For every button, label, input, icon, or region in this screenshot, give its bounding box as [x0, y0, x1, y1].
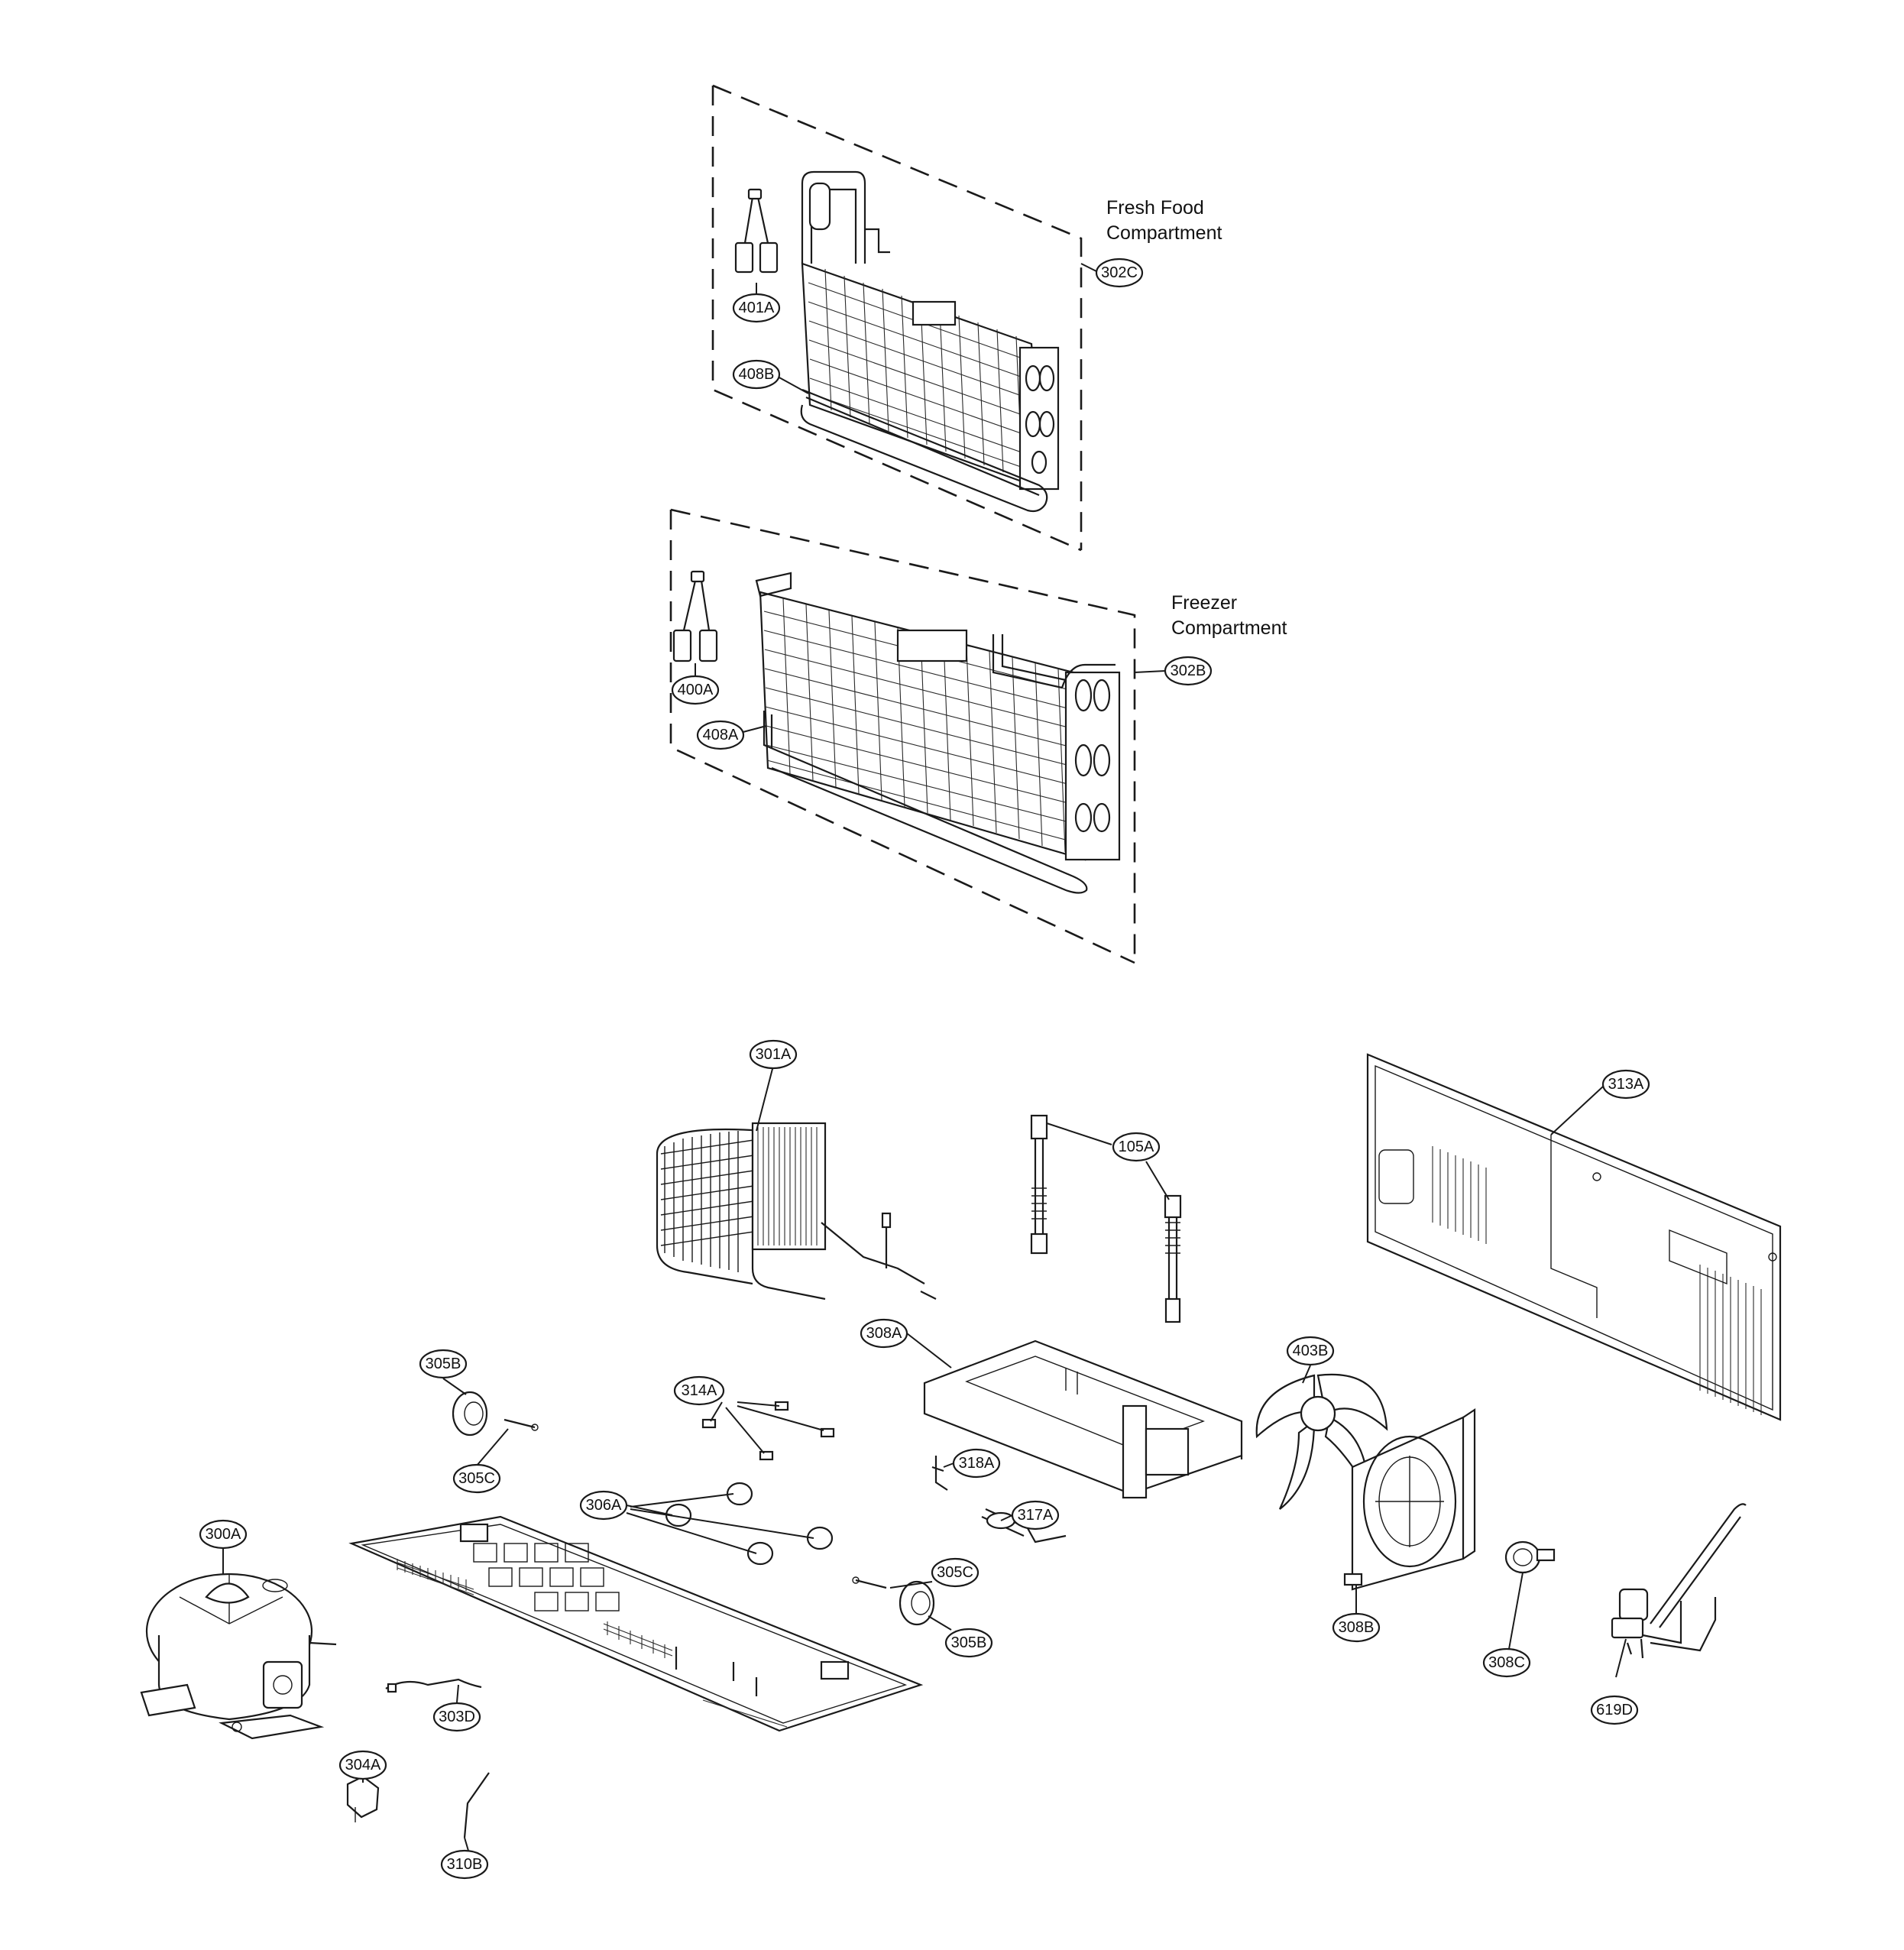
callout-305C-middle: 305C	[931, 1557, 980, 1588]
callout-305C-upper: 305C	[452, 1463, 501, 1494]
callout-308B: 308B	[1332, 1612, 1381, 1643]
freezer-caption-line2: Compartment	[1171, 617, 1287, 639]
callout-408B-label: 408B	[739, 366, 775, 383]
grommet-305B-middle	[899, 1580, 935, 1626]
freezer-evaporator-group	[669, 508, 1136, 964]
fresh-food-caption-line2: Compartment	[1106, 222, 1222, 244]
callout-408A: 408A	[696, 720, 745, 750]
base-plate-grid	[473, 1543, 620, 1612]
fresh-food-evaporator-group	[711, 84, 1083, 552]
callout-403B: 403B	[1286, 1336, 1335, 1366]
callout-301A: 301A	[749, 1039, 798, 1070]
callout-310B-label: 310B	[447, 1856, 483, 1873]
callout-302C-label: 302C	[1101, 264, 1138, 281]
base-plate	[348, 1515, 924, 1732]
tube-310B	[463, 1772, 490, 1838]
callout-401A-label: 401A	[739, 300, 775, 316]
callout-302B-label: 302B	[1171, 662, 1206, 679]
leader-lines	[222, 263, 1627, 1851]
defrost-sensor-clip-401A	[734, 188, 779, 274]
grommets-306A	[665, 1482, 834, 1566]
callout-317A: 317A	[1011, 1500, 1060, 1531]
callout-408A-label: 408A	[703, 727, 739, 743]
callout-305B-upper-label: 305B	[426, 1356, 461, 1372]
fresh-food-evaporator	[800, 170, 1060, 513]
callout-302C: 302C	[1095, 258, 1144, 288]
fresh-food-caption-line1: Fresh Food	[1106, 197, 1204, 219]
compressor	[140, 1573, 337, 1740]
callout-304A-label: 304A	[345, 1757, 381, 1773]
callout-300A-label: 300A	[206, 1526, 241, 1543]
sleeve-305C-middle	[852, 1576, 887, 1589]
callout-302B: 302B	[1164, 656, 1213, 686]
callout-303D: 303D	[432, 1702, 481, 1732]
callout-305B-middle-label: 305B	[951, 1634, 987, 1651]
callout-318A-label: 318A	[959, 1455, 995, 1472]
callout-313A-label: 313A	[1608, 1076, 1644, 1093]
callout-303D-label: 303D	[439, 1709, 475, 1725]
water-valve-assembly	[1611, 1503, 1747, 1659]
defrost-sensor-clip-400A	[672, 570, 718, 662]
callout-408B: 408B	[732, 359, 781, 390]
callout-400A: 400A	[671, 675, 720, 705]
wire-clips-314A	[701, 1401, 835, 1461]
callout-313A: 313A	[1601, 1069, 1650, 1100]
callout-305C-middle-label: 305C	[937, 1564, 973, 1581]
grommet-305B-upper	[452, 1391, 488, 1437]
condenser-fan-motor	[1504, 1540, 1556, 1574]
callout-317A-label: 317A	[1018, 1507, 1054, 1524]
callout-314A-label: 314A	[682, 1382, 717, 1399]
callout-619D: 619D	[1590, 1695, 1639, 1725]
callout-301A-label: 301A	[756, 1046, 792, 1063]
drain-pan-housing	[923, 1339, 1243, 1499]
callout-308A-label: 308A	[866, 1325, 902, 1342]
callout-306A-label: 306A	[586, 1497, 622, 1514]
callout-401A: 401A	[732, 293, 781, 323]
callout-305C-upper-label: 305C	[458, 1470, 495, 1487]
callout-306A: 306A	[579, 1490, 628, 1521]
callout-308B-label: 308B	[1339, 1619, 1375, 1636]
callout-304A: 304A	[338, 1750, 387, 1780]
condenser-coil	[656, 1122, 937, 1301]
clip-318A	[931, 1456, 948, 1491]
callout-400A-label: 400A	[678, 682, 714, 698]
callout-619D-label: 619D	[1596, 1702, 1633, 1718]
callout-314A: 314A	[673, 1375, 725, 1406]
callout-308C: 308C	[1482, 1647, 1531, 1678]
freezer-caption-line1: Freezer	[1171, 592, 1237, 614]
callout-318A: 318A	[952, 1448, 1001, 1479]
fan-shroud	[1343, 1407, 1476, 1591]
callout-308A: 308A	[860, 1318, 908, 1349]
freezer-evaporator	[755, 572, 1121, 894]
wire-harness-303D	[385, 1678, 482, 1693]
callout-300A: 300A	[199, 1519, 248, 1550]
relay-304A	[346, 1775, 380, 1822]
callout-310B: 310B	[440, 1849, 489, 1880]
machine-compartment-cover	[1366, 1053, 1782, 1421]
callout-105A: 105A	[1112, 1132, 1161, 1162]
drain-hose-pair	[1030, 1114, 1182, 1323]
callout-305B-upper: 305B	[419, 1349, 468, 1379]
callout-403B-label: 403B	[1293, 1343, 1329, 1359]
callout-305B-middle: 305B	[944, 1628, 993, 1658]
callout-105A-label: 105A	[1119, 1139, 1154, 1155]
callout-308C-label: 308C	[1488, 1654, 1525, 1671]
sleeve-305C-upper	[504, 1418, 539, 1431]
